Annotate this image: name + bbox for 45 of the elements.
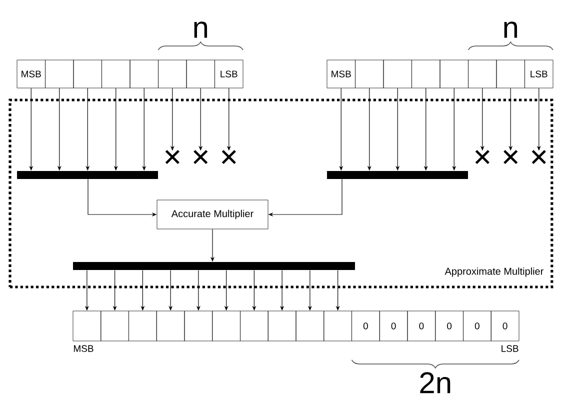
bit-cell [412, 60, 440, 88]
bit-count: n [194, 22, 208, 38]
bit-cell: LSB [524, 60, 554, 88]
cross-mark [503, 150, 518, 164]
boundary-label: Approximate Multiplier [444, 267, 544, 277]
bit-cell [45, 60, 74, 88]
bit-cell: 0 [379, 310, 408, 342]
bit-cell [212, 310, 240, 342]
multiplier-box: Accurate Multiplier [156, 200, 268, 230]
bit-cell [156, 310, 185, 342]
cross-mark [532, 150, 546, 164]
bit-cell: LSB [214, 60, 244, 88]
bit-cell [383, 60, 412, 88]
bit-cell [240, 310, 268, 342]
bit-cell [130, 60, 158, 88]
bit-cell [355, 60, 384, 88]
bit-cell: MSB [16, 60, 46, 88]
bit-cell [128, 310, 157, 342]
bit-cell: 0 [407, 310, 436, 342]
bit-cell: 0 [352, 310, 380, 342]
cross-mark [222, 150, 236, 164]
bit-cell [296, 310, 324, 342]
bit-label: MSB [74, 345, 94, 352]
bit-cell [496, 60, 525, 88]
bit-cell [324, 310, 352, 342]
bit-label: LSB [502, 345, 518, 352]
bit-cell [73, 60, 102, 88]
cross-mark [165, 150, 180, 164]
bit-cell: 0 [463, 310, 492, 342]
bit-cell [440, 60, 468, 88]
bit-cell [468, 60, 497, 88]
bit-cell [186, 60, 215, 88]
bit-cell [158, 60, 187, 88]
bit-cell: 0 [435, 310, 464, 342]
bit-cell [268, 310, 296, 342]
bit-cell: 0 [490, 310, 520, 342]
bit-cell: MSB [326, 60, 356, 88]
bit-cell [184, 310, 213, 342]
bit-cell [72, 310, 102, 342]
cross-mark [475, 150, 490, 164]
cross-mark [193, 150, 208, 164]
bit-count: 2n [420, 372, 450, 394]
bit-cell [102, 60, 130, 88]
bit-cell [100, 310, 129, 342]
bit-count: n [504, 22, 518, 38]
